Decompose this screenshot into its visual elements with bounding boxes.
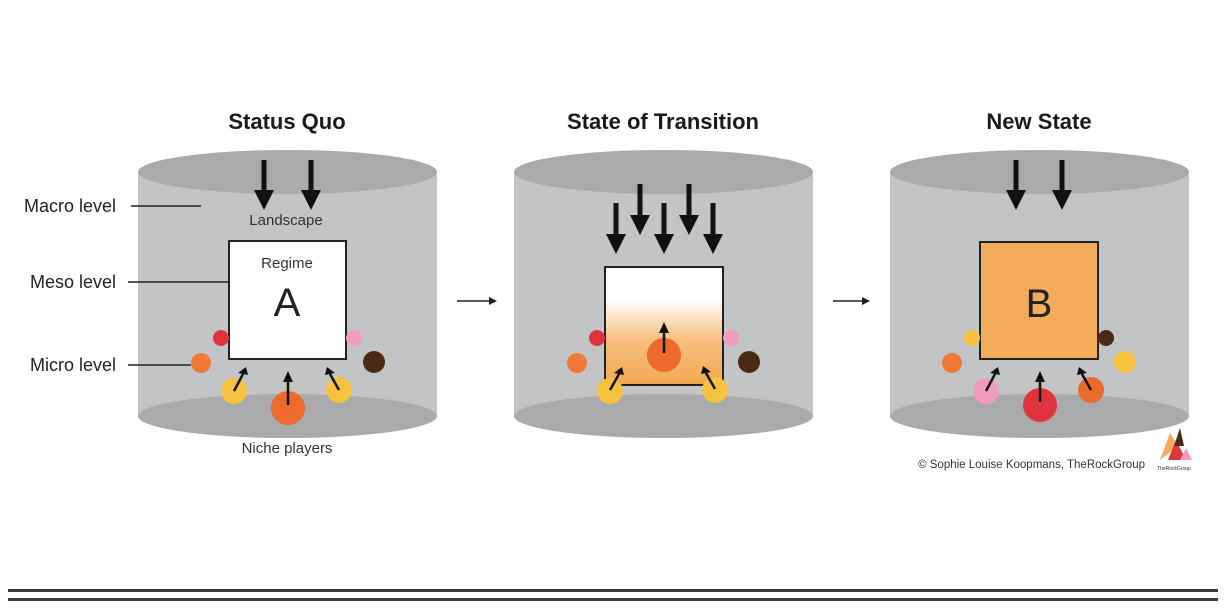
niche-player-dot bbox=[1023, 388, 1057, 422]
panel-title: Status Quo bbox=[228, 109, 345, 134]
regime-box bbox=[228, 240, 347, 360]
landscape-label: Landscape bbox=[249, 212, 322, 229]
niche-player-dot bbox=[271, 391, 305, 425]
landscape-pressure-arrow bbox=[1006, 160, 1026, 210]
landscape-pressure-arrow bbox=[679, 184, 699, 235]
niche-pressure-arrow bbox=[701, 366, 717, 390]
niche-player-dot bbox=[738, 351, 760, 373]
landscape-pressure-arrow bbox=[254, 160, 274, 210]
niche-pressure-arrow bbox=[283, 371, 293, 405]
niche-pressure-arrow bbox=[1035, 371, 1045, 402]
cylinder-top bbox=[514, 150, 813, 194]
niche-player-dot bbox=[597, 378, 623, 404]
meso-level-label: Meso level bbox=[30, 272, 117, 292]
niche-pressure-arrow bbox=[1077, 367, 1093, 391]
panel-status-quo: Status Quo Landscape Regime A bbox=[138, 109, 437, 457]
cylinder-top bbox=[890, 150, 1189, 194]
panel-title: New State bbox=[986, 109, 1091, 134]
therockgroup-logo: TheRockGroup bbox=[1157, 428, 1192, 472]
transition-arrow bbox=[833, 297, 870, 305]
regime-letter: B bbox=[1026, 282, 1053, 326]
bottom-divider bbox=[8, 598, 1218, 601]
niche-player-dot bbox=[1114, 351, 1136, 373]
niche-player-dot bbox=[567, 353, 587, 373]
landscape-pressure-arrow bbox=[703, 203, 723, 254]
copyright-credit: © Sophie Louise Koopmans, TheRockGroup bbox=[918, 459, 1145, 471]
niche-pressure-arrow bbox=[608, 367, 624, 391]
niche-player-dot bbox=[589, 330, 605, 346]
niche-pressure-arrow bbox=[659, 322, 669, 353]
regime-letter: A bbox=[274, 281, 301, 325]
niche-player-dot bbox=[191, 353, 211, 373]
cylinder-bottom bbox=[514, 394, 813, 438]
regime-label: Regime bbox=[261, 255, 313, 272]
bottom-divider bbox=[8, 589, 1218, 592]
landscape-pressure-arrow bbox=[654, 203, 674, 254]
niche-player-dot bbox=[964, 330, 980, 346]
cylinder-top bbox=[138, 150, 437, 194]
niche-player-dot bbox=[363, 351, 385, 373]
landscape-pressure-arrow bbox=[1052, 160, 1072, 210]
panel-new-state: New State B bbox=[890, 109, 1192, 472]
niche-player-dot bbox=[942, 353, 962, 373]
regime-box-new bbox=[979, 241, 1099, 360]
logo-wordmark: TheRockGroup bbox=[1157, 466, 1191, 472]
niche-player-dot bbox=[213, 330, 229, 346]
niche-player-dot bbox=[647, 338, 681, 372]
niche-player-dot bbox=[702, 377, 728, 403]
transition-arrow bbox=[457, 297, 497, 305]
niche-player-dot bbox=[346, 330, 362, 346]
panel-state-of-transition: State of Transition bbox=[514, 109, 813, 438]
niche-pressure-arrow bbox=[984, 367, 1000, 392]
micro-level-label: Micro level bbox=[30, 355, 117, 375]
niche-pressure-arrow bbox=[232, 367, 248, 392]
macro-level-label: Macro level bbox=[24, 196, 117, 216]
landscape-pressure-arrow bbox=[301, 160, 321, 210]
niche-player-dot bbox=[1098, 330, 1114, 346]
landscape-pressure-arrow bbox=[630, 184, 650, 235]
niche-pressure-arrow bbox=[325, 367, 341, 391]
niche-player-dot bbox=[723, 330, 739, 346]
panel-title: State of Transition bbox=[567, 109, 759, 134]
niche-players-label: Niche players bbox=[242, 440, 333, 457]
landscape-pressure-arrow bbox=[606, 203, 626, 254]
